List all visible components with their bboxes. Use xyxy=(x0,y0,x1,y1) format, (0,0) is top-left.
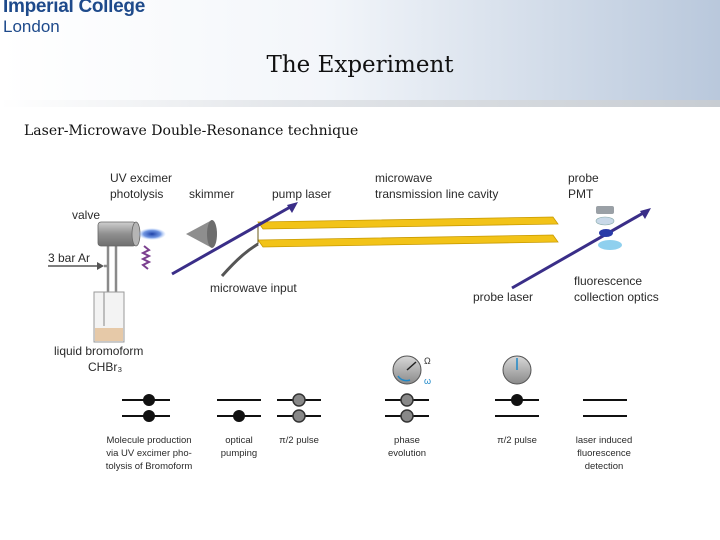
step1-caption-2: via UV excimer pho- xyxy=(106,448,192,459)
step2-caption-1: optical xyxy=(225,435,252,446)
label-cavity-2: transmission line cavity xyxy=(375,187,498,201)
label-argon: 3 bar Ar xyxy=(48,251,90,265)
label-bromoform-1: liquid bromoform xyxy=(54,344,143,358)
step6-caption-3: detection xyxy=(585,461,624,472)
molecular-plume xyxy=(138,228,166,240)
header-rule xyxy=(0,100,720,107)
label-probe-laser: probe laser xyxy=(473,290,533,304)
probe-laser-beam xyxy=(511,208,651,290)
microwave-input-cable xyxy=(220,242,259,277)
step2-caption-2: pumping xyxy=(221,448,257,459)
step4-caption-1: phase xyxy=(394,435,420,446)
sequence-step-3 xyxy=(277,393,321,423)
omega-upper-label: Ω xyxy=(424,356,431,366)
slide-title: The Experiment xyxy=(266,52,454,78)
label-bromoform-2: CHBr₃ xyxy=(88,360,122,374)
transmission-line-cavity xyxy=(257,216,559,248)
logo-line-2: London xyxy=(3,17,60,36)
logo-line-1: Imperial College xyxy=(3,0,145,17)
imperial-logo: Imperial College London xyxy=(3,0,145,37)
sequence-step-2 xyxy=(217,399,261,422)
sequence-step-5 xyxy=(495,355,539,417)
label-uv-1: UV excimer xyxy=(110,171,172,185)
pump-laser-beam xyxy=(171,202,298,276)
slide-subtitle: Laser-Microwave Double-Resonance techniq… xyxy=(24,123,359,139)
uv-photolysis-squiggle xyxy=(140,245,152,270)
bromoform-vessel xyxy=(93,291,125,343)
sequence-step-1: − − xyxy=(122,394,170,424)
step1-caption-3: tolysis of Bromoform xyxy=(106,461,193,472)
step6-caption-1: laser induced xyxy=(576,435,633,446)
step6-caption-2: fluorescence xyxy=(577,448,631,459)
probe-pmt xyxy=(595,206,615,226)
step3-caption-1: π/2 pulse xyxy=(279,435,319,446)
sequence-step-4: Ω ω xyxy=(385,355,431,423)
step1-caption-1: Molecule production xyxy=(106,435,191,446)
label-probe-1: probe xyxy=(568,171,599,185)
label-cavity-1: microwave xyxy=(375,171,433,185)
pulsed-valve xyxy=(97,221,141,247)
fluorescence-spot xyxy=(599,229,613,237)
label-valve: valve xyxy=(72,208,100,222)
label-pump-laser: pump laser xyxy=(272,187,331,201)
label-fluor-2: collection optics xyxy=(574,290,659,304)
label-probe-2: PMT xyxy=(568,187,594,201)
label-fluor-1: fluorescence xyxy=(574,274,642,288)
collection-optics xyxy=(598,240,622,250)
label-skimmer: skimmer xyxy=(189,187,234,201)
sequence-step-6 xyxy=(583,399,627,417)
omega-lower-label: ω xyxy=(424,376,431,386)
step4-caption-2: evolution xyxy=(388,448,426,459)
header-band xyxy=(0,0,720,102)
skimmer-cone xyxy=(186,220,217,248)
argon-inlet-arrow xyxy=(48,262,104,270)
step5-caption-1: π/2 pulse xyxy=(497,435,537,446)
label-uv-2: photolysis xyxy=(110,187,163,201)
label-microwave-input: microwave input xyxy=(210,281,297,295)
